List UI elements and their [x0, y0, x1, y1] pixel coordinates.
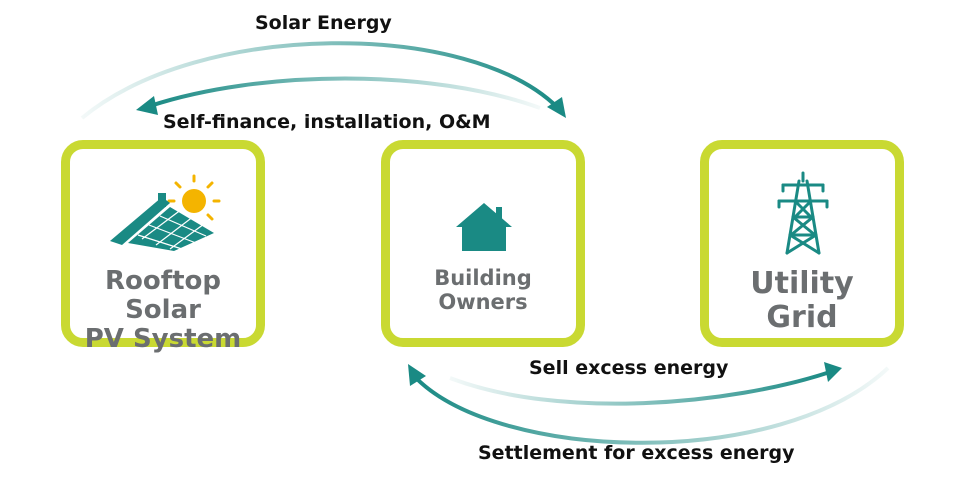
node-grid-line1: Utility: [750, 266, 854, 301]
transmission-tower-icon: [777, 171, 829, 255]
node-utility-grid: Utility Grid: [700, 140, 904, 347]
solar-energy-arrow: [80, 41, 566, 120]
node-rooftop-line1: Rooftop Solar: [105, 266, 221, 326]
solar-energy-label: Solar Energy: [255, 12, 392, 34]
house-icon: [456, 203, 512, 251]
solar-roof-icon: [110, 174, 221, 251]
node-owners-line2: Owners: [438, 289, 528, 314]
node-rooftop-solar: Rooftop Solar PV System: [61, 140, 265, 354]
node-owners-line1: Building: [434, 266, 532, 290]
sell-excess-label: Sell excess energy: [529, 357, 729, 379]
node-building-owners: Building Owners: [381, 140, 585, 347]
self-finance-arrow: [136, 76, 541, 115]
self-finance-label: Self-finance, installation, O&M: [163, 111, 491, 133]
node-grid-line2: Grid: [766, 299, 838, 335]
settlement-label: Settlement for excess energy: [478, 442, 795, 464]
settlement-arrow: [408, 364, 890, 445]
node-rooftop-label: Rooftop Solar PV System: [70, 266, 256, 355]
sell-excess-arrow: [449, 362, 842, 406]
node-rooftop-line2: PV System: [84, 324, 242, 355]
node-grid-label: Utility Grid: [709, 267, 895, 334]
node-owners-label: Building Owners: [390, 266, 576, 314]
